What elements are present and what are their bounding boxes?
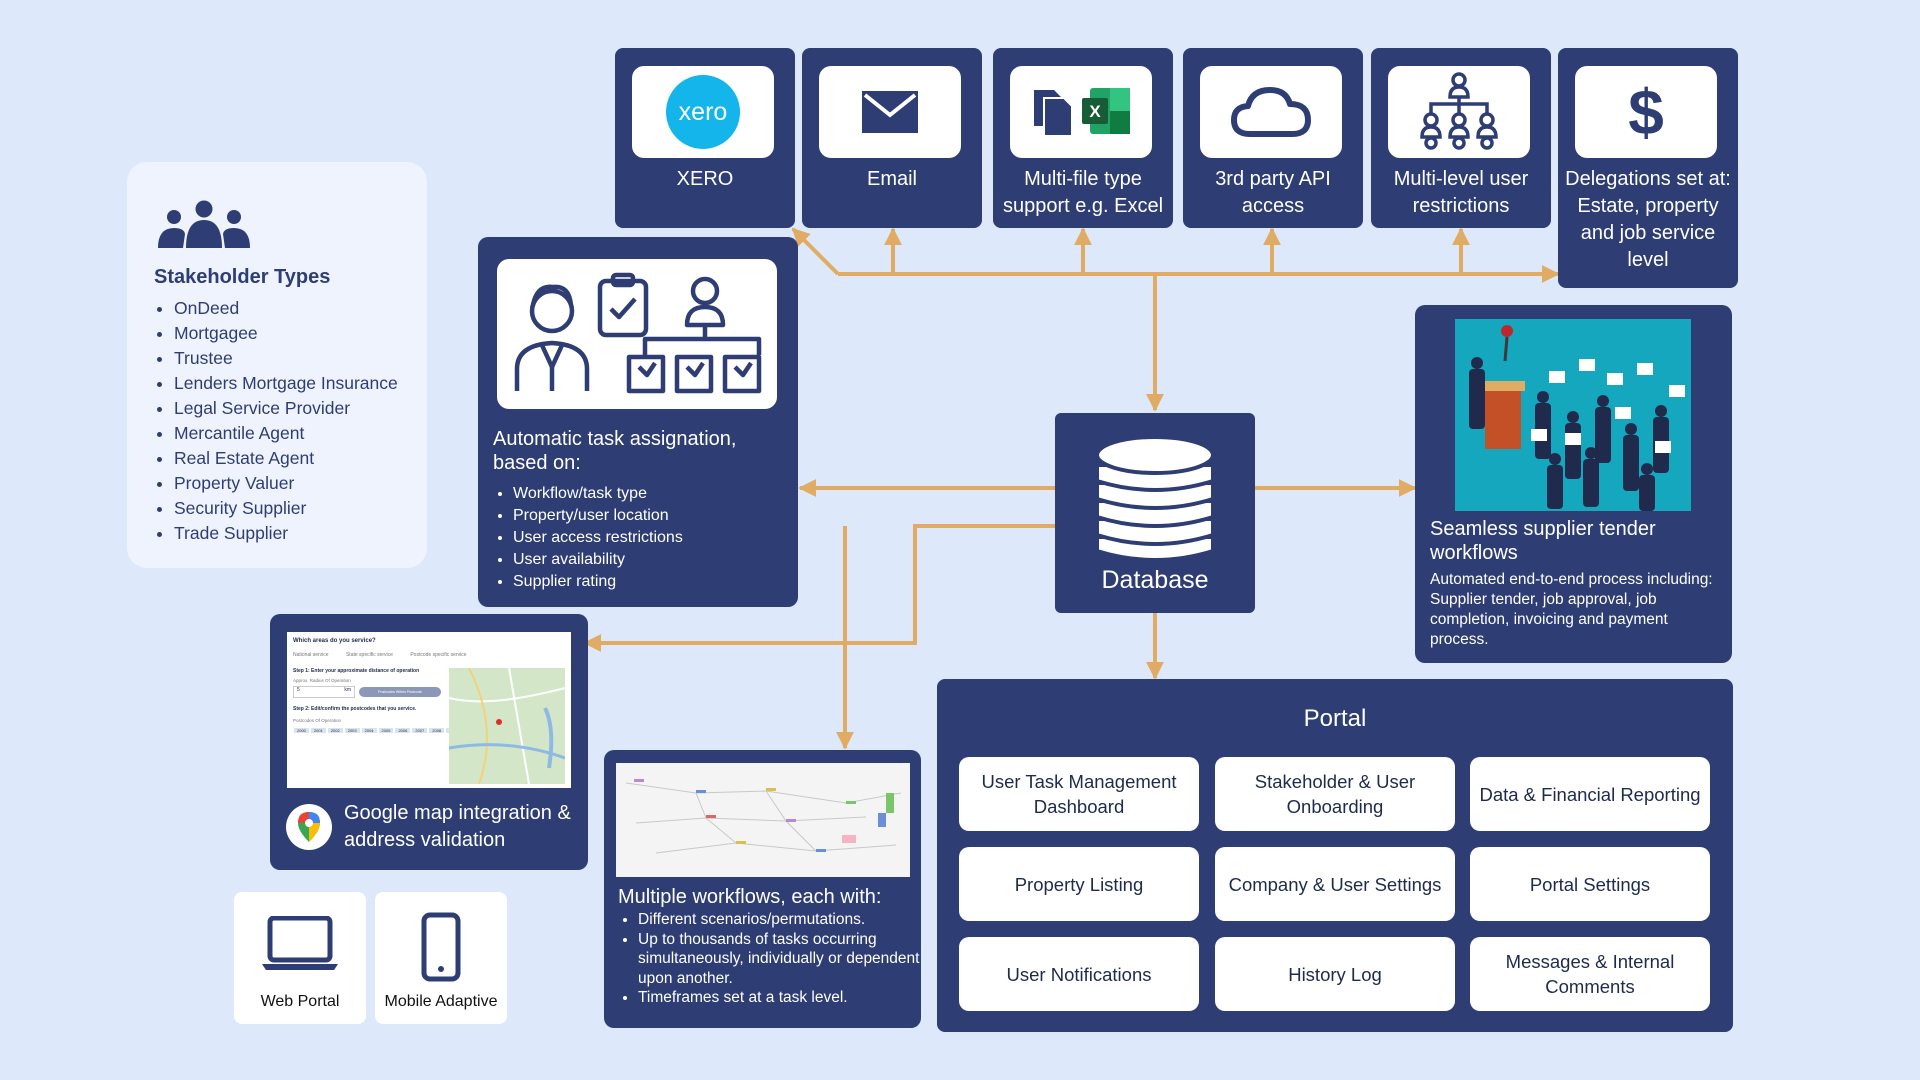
list-item: Different scenarios/permutations. [638, 910, 928, 930]
portal-button-task-dashboard[interactable]: User Task Management Dashboard [959, 757, 1199, 831]
stakeholder-panel: Stakeholder Types OnDeed Mortgagee Trust… [127, 162, 427, 568]
task-assignment-panel: Automatic task assignation, based on: Wo… [478, 237, 798, 607]
list-item: Up to thousands of tasks occurring simul… [638, 930, 928, 989]
arrow-to-xero [791, 227, 840, 276]
people-tasks-icon [497, 259, 777, 409]
arrow-to-google-map [583, 524, 1055, 652]
map-form-screenshot: Which areas do you service? National ser… [287, 632, 571, 788]
radius-input: 5 km [293, 686, 355, 698]
list-item: User availability [513, 549, 803, 571]
list-item: Trade Supplier [174, 521, 444, 546]
form-question: Which areas do you service? [293, 638, 376, 644]
stakeholder-title: Stakeholder Types [154, 266, 331, 288]
list-item: Lenders Mortgage Insurance [174, 371, 444, 396]
database-icon [1095, 435, 1215, 562]
workflows-title: Multiple workflows, each with: [618, 886, 882, 908]
laptop-icon [262, 916, 338, 970]
integration-email: Email [802, 48, 982, 228]
device-label: Mobile Adaptive [384, 993, 498, 1010]
form-options: National service State specific service … [293, 652, 467, 658]
list-item: Workflow/task type [513, 483, 803, 505]
stakeholder-list: OnDeed Mortgagee Trustee Lenders Mortgag… [154, 296, 444, 546]
list-item: Timeframes set at a task level. [638, 988, 928, 1008]
workflows-panel: Multiple workflows, each with: Different… [604, 750, 921, 1028]
integration-label: Multi-file type support e.g. Excel [1002, 168, 1164, 217]
device-label: Web Portal [260, 993, 340, 1010]
google-map-panel: Which areas do you service? National ser… [270, 614, 588, 870]
envelope-icon [819, 66, 961, 158]
list-item: Trustee [174, 346, 444, 371]
portal-button-history-log[interactable]: History Log [1215, 937, 1455, 1011]
portal-button-property-listing[interactable]: Property Listing [959, 847, 1199, 921]
list-item: Real Estate Agent [174, 446, 444, 471]
map-thumbnail [449, 668, 565, 784]
database-node: Database [1055, 413, 1255, 613]
database-label: Database [1101, 566, 1209, 594]
portal-button-messages[interactable]: Messages & Internal Comments [1470, 937, 1710, 1011]
xero-logo-icon: xero [632, 66, 774, 158]
integration-label: Delegations set at: Estate, property and… [1565, 168, 1731, 271]
list-item: OnDeed [174, 296, 444, 321]
portal-button-company-settings[interactable]: Company & User Settings [1215, 847, 1455, 921]
tender-title: Seamless supplier tender workflows [1430, 518, 1656, 564]
tender-description: Automated end-to-end process including: … [1430, 571, 1713, 648]
dollar-icon: $ [1575, 66, 1717, 158]
integration-label: 3rd party API access [1215, 168, 1331, 217]
supplier-tender-illustration [1455, 319, 1691, 511]
list-item: Legal Service Provider [174, 396, 444, 421]
cloud-icon [1200, 66, 1342, 158]
list-item: Property Valuer [174, 471, 444, 496]
workflows-list: Different scenarios/permutations. Up to … [618, 910, 928, 1008]
task-assignment-list: Workflow/task type Property/user locatio… [493, 483, 803, 593]
portal-button-onboarding[interactable]: Stakeholder & User Onboarding [1215, 757, 1455, 831]
device-mobile-adaptive: Mobile Adaptive [375, 892, 507, 1024]
workflow-diagram-screenshot [616, 763, 910, 877]
people-group-icon [158, 200, 250, 248]
postcode-chips: 2000200120022003200420052006200720082010… [293, 726, 512, 735]
portal-title: Portal [1303, 705, 1367, 732]
mobile-phone-icon [421, 912, 461, 982]
org-hierarchy-icon [1388, 66, 1530, 158]
integration-label: Email [866, 168, 917, 190]
google-map-title: Google map integration & address validat… [344, 802, 571, 851]
list-item: Security Supplier [174, 496, 444, 521]
integration-api: 3rd party API access [1183, 48, 1363, 228]
portal-button-portal-settings[interactable]: Portal Settings [1470, 847, 1710, 921]
files-excel-icon: X [1010, 66, 1152, 158]
list-item: Supplier rating [513, 571, 803, 593]
postcodes-button: Postcodes Within Postcode [359, 687, 441, 697]
device-web-portal: Web Portal [234, 892, 366, 1024]
task-assignment-title: Automatic task assignation, based on: [493, 428, 737, 474]
tender-panel: Seamless supplier tender workflows Autom… [1415, 305, 1732, 663]
portal-panel: Portal User Task Management Dashboard St… [937, 679, 1733, 1032]
svg-text:X: X [1089, 102, 1101, 121]
portal-button-reporting[interactable]: Data & Financial Reporting [1470, 757, 1710, 831]
google-maps-pin-icon [286, 804, 332, 850]
integration-xero: xero XERO [615, 48, 795, 228]
list-item: Property/user location [513, 505, 803, 527]
integration-delegations: $ Delegations set at: Estate, property a… [1558, 48, 1738, 288]
integration-multifile: X Multi-file type support e.g. Excel [993, 48, 1173, 228]
list-item: User access restrictions [513, 527, 803, 549]
portal-button-notifications[interactable]: User Notifications [959, 937, 1199, 1011]
integration-label: XERO [676, 168, 734, 190]
integration-label: Multi-level user restrictions [1393, 168, 1529, 217]
integration-user-restrictions: Multi-level user restrictions [1371, 48, 1551, 228]
list-item: Mortgagee [174, 321, 444, 346]
list-item: Mercantile Agent [174, 421, 444, 446]
